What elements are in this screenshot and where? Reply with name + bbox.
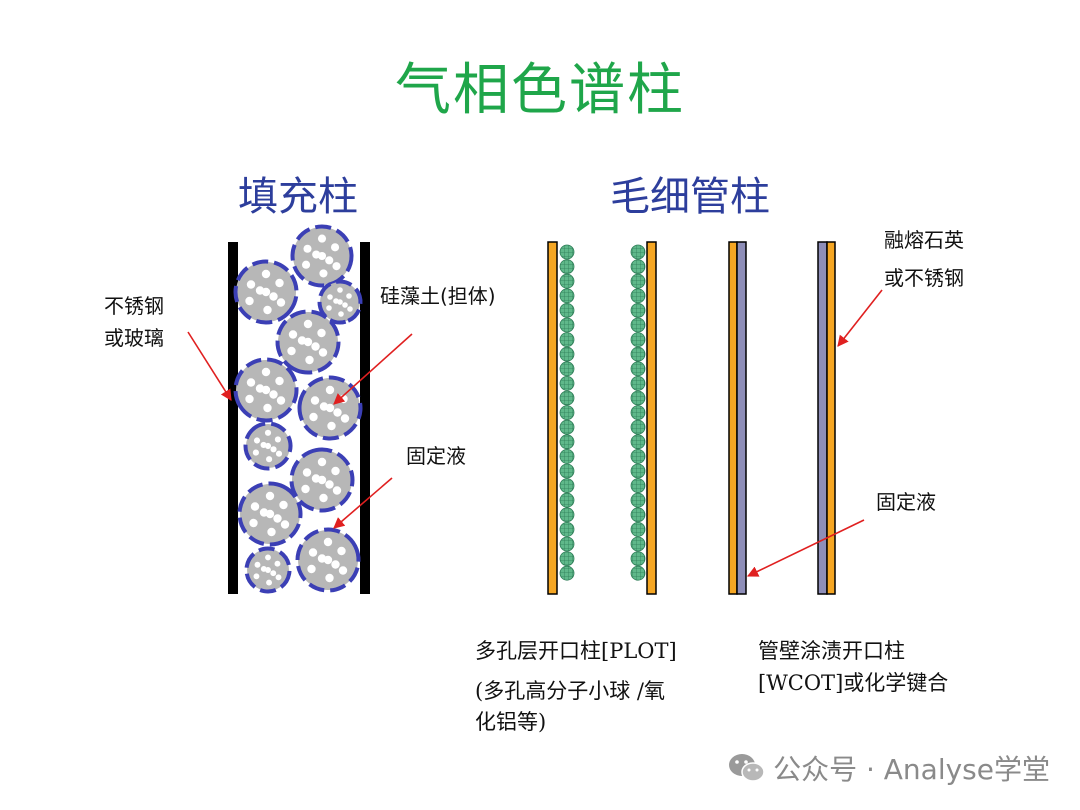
wechat-icon — [727, 751, 767, 785]
plot-bead — [630, 405, 646, 421]
plot-bead — [630, 332, 646, 348]
plot-bead — [630, 522, 646, 537]
plot-bead — [559, 302, 575, 318]
plot-bead — [630, 478, 646, 494]
plot-bead — [630, 273, 646, 289]
plot-bead — [559, 273, 575, 289]
plot-bead — [559, 419, 575, 435]
plot-bead — [630, 448, 646, 464]
packed-particle — [237, 481, 303, 547]
plot-bead — [630, 244, 646, 260]
packed-particle — [297, 375, 363, 441]
plot-beads-left — [559, 244, 575, 581]
plot-bead — [559, 244, 575, 260]
wcot-caption-line2: [WCOT]或化学键合 — [758, 670, 949, 695]
plot-bead — [630, 288, 646, 304]
wall-material-line1: 不锈钢 — [104, 294, 164, 318]
arrow-packed-liquid — [333, 477, 393, 529]
plot-bead — [559, 361, 575, 377]
plot-bead — [630, 317, 646, 333]
packed-right-wall — [360, 242, 370, 594]
plot-bead — [630, 361, 646, 377]
packed-particle — [243, 421, 293, 471]
plot-bead — [559, 346, 575, 362]
plot-bead — [559, 375, 575, 391]
tube-material-line1: 融熔石英 — [884, 228, 964, 252]
plot-caption: 多孔层开口柱[PLOT] (多孔高分子小球 /氧 化铝等) — [475, 636, 677, 739]
plot-bead — [559, 317, 575, 333]
plot-caption-line1: 多孔层开口柱[PLOT] — [475, 639, 677, 663]
packed-column-heading: 填充柱 — [238, 174, 358, 220]
plot-bead — [559, 551, 575, 566]
wcot-column — [728, 241, 836, 595]
wcot-caption: 管壁涂渍开口柱 [WCOT]或化学键合 — [758, 636, 948, 699]
plot-caption-line3: 化铝等) — [475, 710, 547, 734]
plot-bead — [559, 463, 575, 479]
plot-bead — [559, 405, 575, 421]
plot-bead — [630, 551, 646, 566]
plot-bead — [559, 448, 575, 464]
tube-material-label: 融熔石英 或不锈钢 — [884, 224, 964, 294]
plot-bead — [630, 259, 646, 275]
wall-material-line2: 或玻璃 — [104, 326, 164, 350]
plot-bead — [559, 478, 575, 494]
plot-bead — [630, 346, 646, 362]
capillary-liquid-label: 固定液 — [876, 490, 936, 514]
packed-particle — [244, 546, 292, 594]
packed-column — [228, 224, 370, 594]
plot-bead — [559, 434, 575, 450]
packed-particle — [295, 527, 361, 593]
packed-liquid-label: 固定液 — [406, 444, 466, 468]
arrow-tube-label — [837, 289, 883, 347]
capillary-column-heading: 毛细管柱 — [610, 174, 770, 220]
packed-particle — [233, 357, 299, 423]
plot-bead — [630, 492, 646, 508]
wcot-left-wall — [728, 241, 738, 595]
plot-bead — [559, 507, 575, 523]
page-title: 气相色谱柱 — [395, 58, 685, 123]
plot-bead — [559, 332, 575, 348]
plot-column — [547, 241, 657, 595]
plot-bead — [559, 259, 575, 275]
plot-bead — [630, 536, 646, 552]
plot-beads-right — [630, 244, 646, 581]
plot-bead — [630, 463, 646, 479]
packed-particle — [275, 309, 341, 375]
packed-particles — [233, 224, 363, 594]
support-label: 硅藻土(担体) — [380, 284, 496, 308]
plot-bead — [630, 434, 646, 450]
plot-bead — [559, 536, 575, 552]
plot-bead — [559, 565, 575, 581]
packed-left-wall — [228, 242, 238, 594]
plot-right-wall — [646, 241, 657, 595]
plot-bead — [559, 522, 575, 537]
wcot-left-coating — [736, 241, 747, 595]
arrow-support-label — [333, 333, 413, 405]
packed-particle — [317, 279, 363, 325]
plot-left-wall — [547, 241, 558, 595]
plot-bead — [559, 390, 575, 406]
packed-particle — [233, 259, 299, 325]
plot-bead — [630, 507, 646, 523]
packed-particle — [289, 447, 355, 513]
arrow-wall-label — [187, 331, 232, 401]
arrow-capillary-liquid — [746, 519, 865, 577]
wall-material-label: 不锈钢 或玻璃 — [104, 290, 164, 354]
wcot-right-wall — [826, 241, 836, 595]
plot-bead — [630, 419, 646, 435]
wcot-caption-line1: 管壁涂渍开口柱 — [758, 639, 905, 663]
plot-bead — [630, 302, 646, 318]
plot-bead — [559, 288, 575, 304]
watermark-text: 公众号 · Analyse学堂 — [773, 753, 1050, 786]
watermark: 公众号 · Analyse学堂 — [727, 748, 1050, 788]
plot-caption-line2: (多孔高分子小球 /氧 — [475, 678, 665, 703]
plot-bead — [630, 565, 646, 581]
plot-bead — [630, 375, 646, 391]
packed-particle — [290, 224, 354, 288]
tube-material-line2: 或不锈钢 — [884, 266, 964, 290]
plot-bead — [630, 390, 646, 406]
plot-bead — [559, 492, 575, 508]
